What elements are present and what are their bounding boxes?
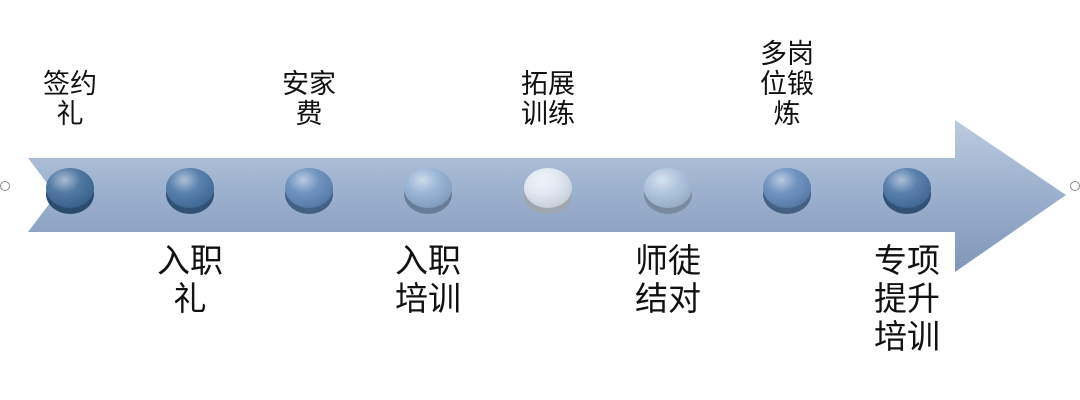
milestone-disc-shine — [285, 168, 333, 208]
milestone-disc-shine — [763, 168, 811, 208]
milestone-label: 签约 礼 — [43, 69, 97, 130]
milestone-label: 入职 礼 — [157, 241, 223, 318]
milestone-label: 拓展 训练 — [521, 69, 575, 130]
milestone-markers — [46, 168, 931, 214]
right-resize-handle[interactable] — [1070, 181, 1080, 191]
left-resize-handle[interactable] — [0, 181, 10, 191]
milestone-label: 入职 培训 — [395, 241, 461, 318]
milestone-label: 多岗 位锻 炼 — [760, 39, 814, 130]
milestone-disc-shine — [883, 168, 931, 208]
milestone-label: 安家 费 — [282, 69, 336, 130]
milestone-disc-shine — [644, 168, 692, 208]
milestone-disc-shine — [46, 168, 94, 208]
milestone-disc-shine — [166, 168, 214, 208]
milestone-disc-shine — [404, 168, 452, 208]
milestone-label: 专项 提升 培训 — [874, 241, 940, 356]
milestone-label: 师徒 结对 — [635, 241, 701, 318]
milestone-disc-shine — [524, 168, 572, 208]
